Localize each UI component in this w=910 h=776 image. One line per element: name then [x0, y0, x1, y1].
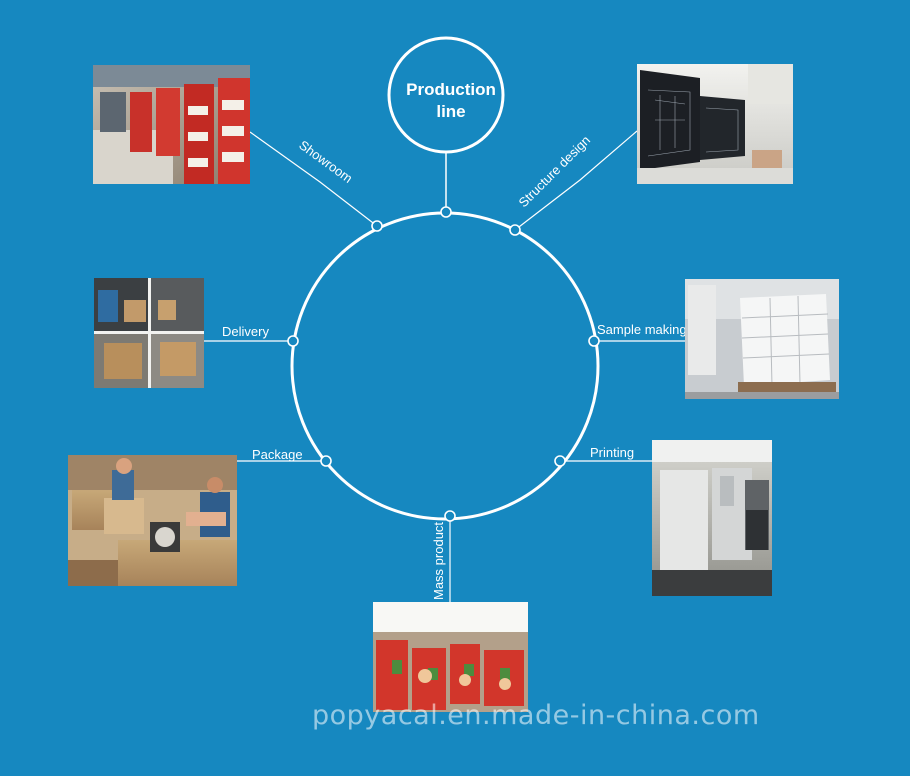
- label-structure-design: Structure design: [516, 133, 594, 211]
- watermark: popyacal.en.made-in-china.com: [312, 700, 760, 731]
- node-delivery: [287, 335, 299, 347]
- title-line-2: line: [436, 102, 465, 121]
- connector-structure-design: [514, 130, 638, 231]
- title-line-1: Production: [406, 80, 496, 99]
- ring-nodes: [287, 206, 600, 522]
- showroom-photo: [93, 65, 250, 184]
- package-photo: [68, 455, 237, 586]
- node-mass-product: [444, 510, 456, 522]
- structure-design-photo: [637, 64, 793, 184]
- node-package: [320, 455, 332, 467]
- connector-showroom: [249, 131, 378, 227]
- node-title: [440, 206, 452, 218]
- mass-product-photo: [373, 602, 528, 712]
- node-showroom: [371, 220, 383, 232]
- node-sample-making: [588, 335, 600, 347]
- label-package: Package: [252, 447, 303, 462]
- label-sample-making: Sample making: [597, 322, 687, 337]
- process-ring: [290, 211, 600, 521]
- node-structure-design: [509, 224, 521, 236]
- label-delivery: Delivery: [222, 324, 269, 339]
- label-showroom: Showroom: [296, 137, 355, 186]
- node-printing: [554, 455, 566, 467]
- connector-lines: [204, 130, 686, 602]
- label-printing: Printing: [590, 445, 634, 460]
- printing-photo: [652, 440, 772, 596]
- sample-making-photo: [685, 279, 839, 399]
- label-mass-product: Mass product: [431, 522, 446, 600]
- delivery-photo: [94, 278, 204, 388]
